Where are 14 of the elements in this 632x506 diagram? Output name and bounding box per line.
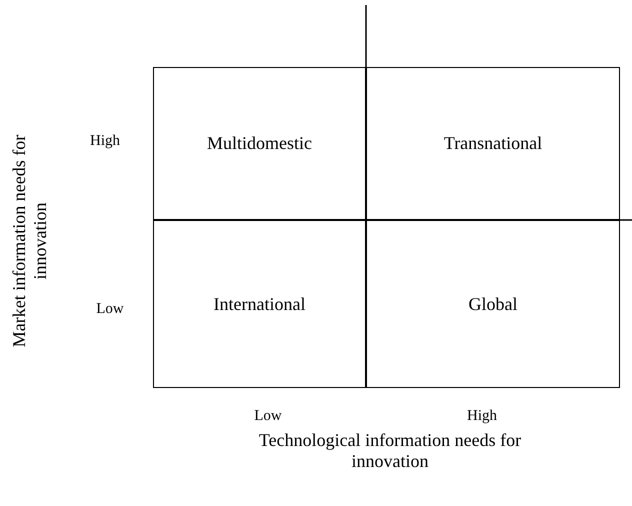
axis-tick-label: High (89, 133, 121, 150)
axis-title: Market information needs for innovation (9, 134, 51, 350)
quadrant-cell (366, 67, 620, 220)
quadrant-cell (366, 220, 620, 388)
axis-tick-label: Low (253, 408, 283, 425)
axis-title: Technological information needs for innovation (258, 430, 522, 472)
quadrant-label: Global (468, 294, 518, 314)
axis-tick-label: Low (95, 301, 125, 318)
quadrant-cell (153, 67, 366, 220)
quadrant-cell (153, 220, 366, 388)
quadrant-label: International (214, 294, 306, 314)
quadrant-label: Multidomestic (207, 133, 312, 154)
quadrant-label: Transnational (444, 133, 542, 154)
axis-tick-label: High (466, 408, 498, 425)
